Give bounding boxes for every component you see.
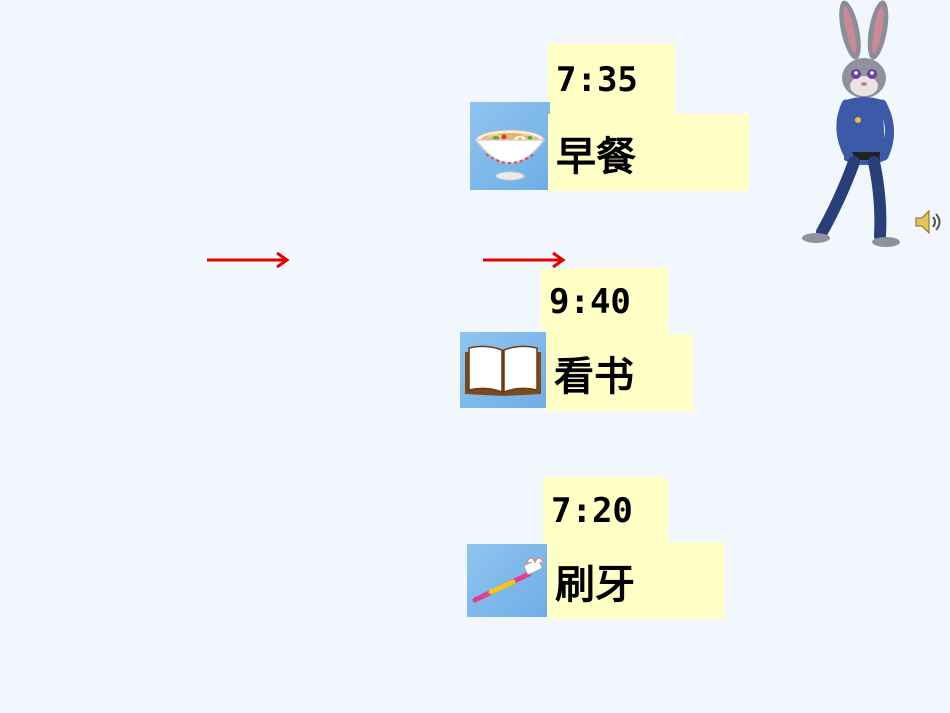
red-arrow-right xyxy=(481,250,567,270)
time-box-reading: 9:40 xyxy=(541,268,668,336)
time-text: 7:35 xyxy=(556,60,638,100)
rabbit-character xyxy=(800,0,915,250)
noodle-bowl-icon xyxy=(474,129,546,181)
speaker-icon[interactable] xyxy=(912,206,944,238)
time-text: 9:40 xyxy=(549,282,631,322)
activity-label: 早餐 xyxy=(556,133,636,180)
time-box-breakfast: 7:35 xyxy=(548,44,675,116)
time-box-brushing: 7:20 xyxy=(543,477,668,545)
activity-label: 刷牙 xyxy=(555,561,635,608)
icon-tile-reading xyxy=(460,332,546,408)
red-arrow-left xyxy=(205,250,291,270)
icon-tile-breakfast xyxy=(470,102,550,190)
time-text: 7:20 xyxy=(551,491,633,531)
label-box-brushing: 刷牙 xyxy=(547,542,724,619)
icon-tile-brushing xyxy=(467,544,547,617)
toothbrush-icon xyxy=(472,557,544,603)
label-box-breakfast: 早餐 xyxy=(548,114,749,191)
label-box-reading: 看书 xyxy=(546,334,693,411)
open-book-icon xyxy=(465,345,541,396)
activity-label: 看书 xyxy=(554,353,634,400)
